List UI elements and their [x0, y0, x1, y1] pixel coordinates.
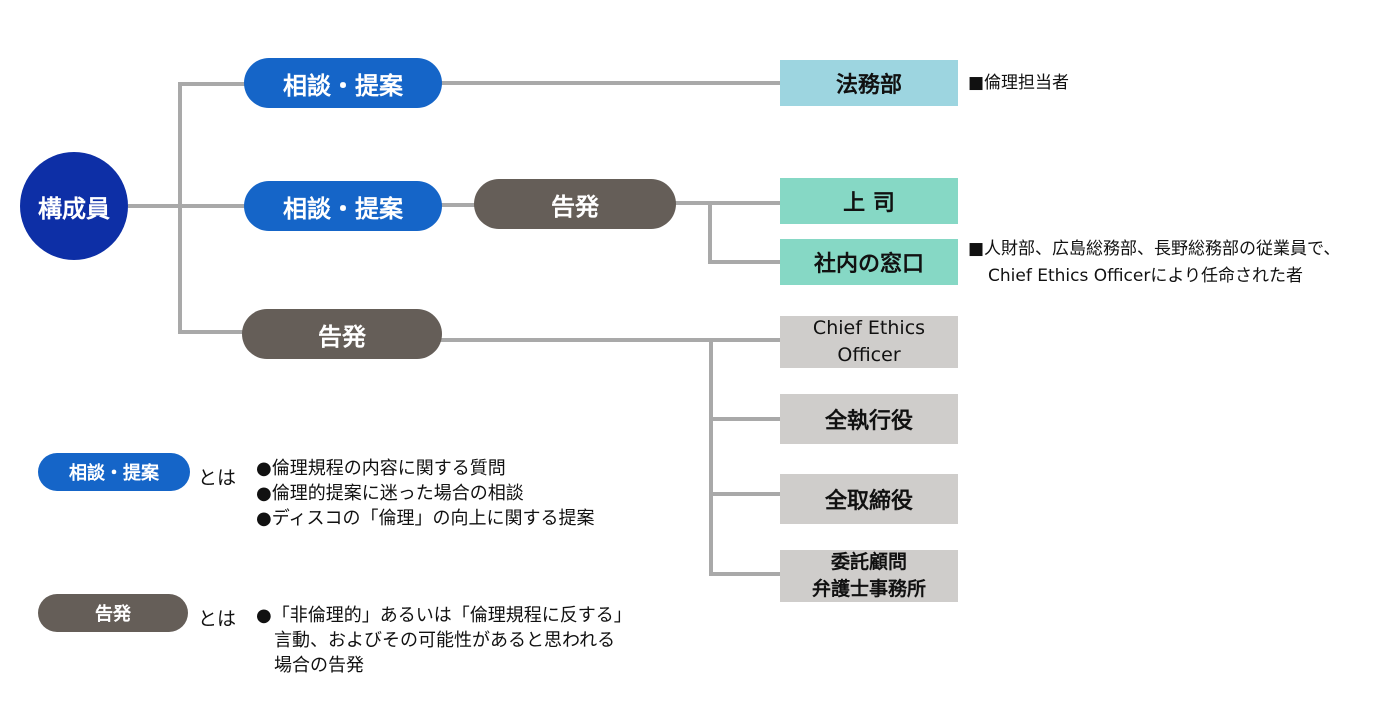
legend-report-list: ●「非倫理的」あるいは「倫理規程に反する」 言動、およびその可能性があると思われ… [256, 603, 632, 678]
legend-consult-item: ●倫理的提案に迷った場合の相談 [256, 483, 524, 504]
legend-consult-pill-label: 相談・提案 [69, 463, 159, 484]
law-firm-box: 委託顧問 弁護士事務所 [780, 550, 958, 602]
report-pill-row3-label: 告発 [318, 322, 366, 351]
legend-consult-item: ●倫理規程の内容に関する質問 [256, 458, 506, 479]
legend-consult-list: ●倫理規程の内容に関する質問 ●倫理的提案に迷った場合の相談 ●ディスコの「倫理… [256, 456, 594, 531]
legend-report-item: 言動、およびその可能性があると思われる [274, 630, 616, 651]
law-firm-label-line2: 弁護士事務所 [811, 578, 926, 600]
internal-contact-box: 社内の窓口 [780, 239, 958, 285]
legend-report-item: ●「非倫理的」あるいは「倫理規程に反する」 [256, 605, 632, 626]
legal-dept-box: 法務部 [780, 60, 958, 106]
consult-pill-row2: 相談・提案 [244, 181, 442, 231]
legal-dept-label: 法務部 [835, 73, 902, 98]
internal-contact-note-line1: ■人財部、広島総務部、長野総務部の従業員で、 [968, 239, 1341, 259]
law-firm-label-line1: 委託顧問 [830, 551, 907, 573]
legend-consult-to: とは [198, 467, 237, 489]
ceo-box: Chief Ethics Officer [780, 316, 958, 368]
ceo-label-line1: Chief Ethics [812, 317, 926, 339]
legend-report-to: とは [198, 608, 237, 630]
consult-pill-row1: 相談・提案 [244, 58, 442, 108]
internal-contact-note-line2: Chief Ethics Officerにより任命された者 [988, 266, 1303, 286]
report-pill-row3: 告発 [242, 309, 442, 359]
report-pill-row2-label: 告発 [551, 192, 599, 221]
legend-consult-pill: 相談・提案 [38, 453, 190, 491]
directors-label: 全取締役 [824, 489, 913, 514]
consult-pill-row1-label: 相談・提案 [283, 71, 403, 100]
executives-box: 全執行役 [780, 394, 958, 444]
legend-report-pill: 告発 [38, 594, 188, 632]
consult-pill-row2-label: 相談・提案 [283, 194, 403, 223]
ethics-officer-note: ■倫理担当者 [968, 73, 1070, 93]
member-label: 構成員 [38, 194, 110, 223]
legend-report-pill-label: 告発 [95, 604, 131, 625]
legend-consult-item: ●ディスコの「倫理」の向上に関する提案 [256, 508, 595, 529]
internal-contact-label: 社内の窓口 [813, 252, 924, 277]
supervisor-box: 上 司 [780, 178, 958, 224]
internal-contact-note: ■人財部、広島総務部、長野総務部の従業員で、 Chief Ethics Offi… [968, 236, 1340, 290]
member-node: 構成員 [20, 152, 128, 260]
directors-box: 全取締役 [780, 474, 958, 524]
supervisor-label: 上 司 [843, 191, 895, 216]
report-pill-row2: 告発 [474, 179, 676, 229]
legend-report-item: 場合の告発 [274, 655, 364, 676]
ceo-label-line2: Officer [837, 344, 901, 366]
executives-label: 全執行役 [824, 409, 913, 434]
